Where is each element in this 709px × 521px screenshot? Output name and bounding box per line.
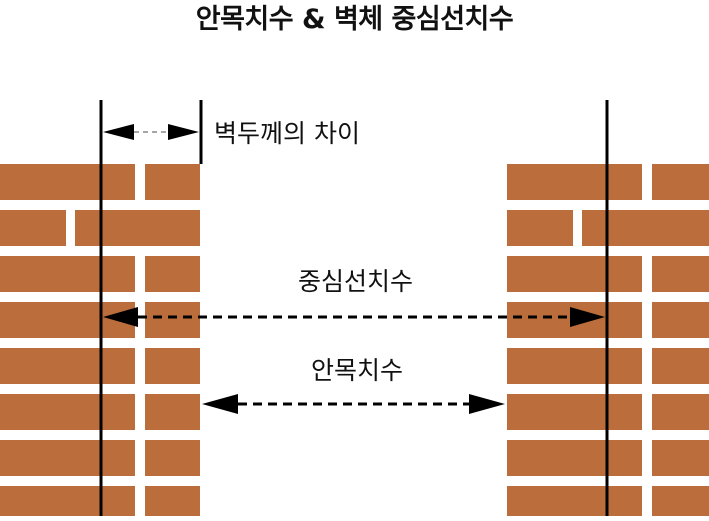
brick — [145, 164, 200, 200]
brick — [507, 256, 642, 292]
brick — [507, 164, 642, 200]
brick — [652, 440, 709, 476]
centerline-arrow-right-head — [570, 307, 605, 327]
diagram-title: 안목치수 & 벽체 중심선치수 — [195, 4, 514, 35]
brick — [0, 256, 135, 292]
thickness-arrow-left-head — [103, 124, 134, 140]
brick — [145, 256, 200, 292]
clear-dimension-label: 안목치수 — [311, 356, 404, 385]
brick — [145, 302, 200, 338]
brick — [507, 440, 642, 476]
right-brick-wall — [507, 164, 709, 521]
brick — [0, 348, 135, 384]
brick — [507, 348, 642, 384]
brick — [507, 394, 642, 430]
brick — [145, 440, 200, 476]
brick — [652, 348, 709, 384]
brick — [652, 164, 709, 200]
clear-arrow-left-head — [202, 394, 238, 414]
brick — [652, 302, 709, 338]
brick — [145, 394, 200, 430]
brick — [652, 486, 709, 521]
brick — [0, 164, 135, 200]
brick — [75, 210, 200, 246]
brick — [0, 302, 135, 338]
brick — [507, 486, 642, 521]
wall-thickness-diff-label: 벽두께의 차이 — [214, 119, 360, 148]
brick — [582, 210, 709, 246]
dimension-lines — [99, 100, 609, 516]
brick — [507, 210, 573, 246]
centerline-dimension-label: 중심선치수 — [298, 267, 414, 296]
brick — [0, 440, 135, 476]
clear-arrow-right-head — [469, 394, 505, 414]
brick — [145, 348, 200, 384]
brick — [145, 486, 200, 521]
thickness-arrow-right-head — [168, 124, 199, 140]
brick — [0, 210, 66, 246]
brick — [652, 394, 709, 430]
left-brick-wall — [0, 164, 200, 521]
brick — [652, 256, 709, 292]
brick — [0, 394, 135, 430]
centerline-arrow-left-head — [103, 307, 138, 327]
brick — [0, 486, 135, 521]
